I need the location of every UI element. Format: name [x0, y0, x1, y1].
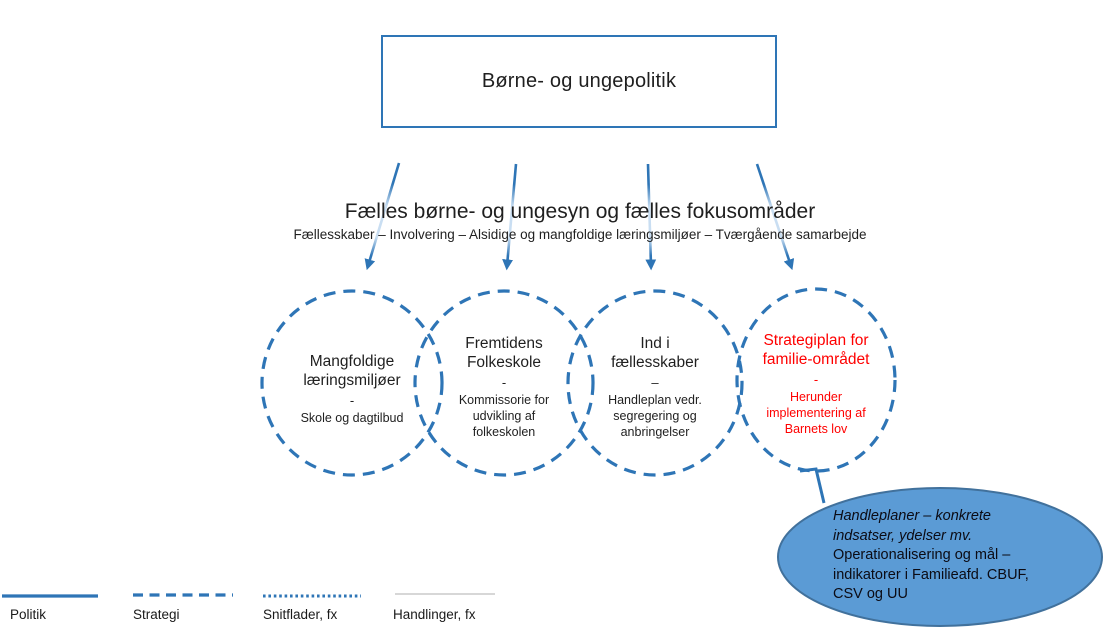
- legend-label-strategi: Strategi: [133, 607, 180, 622]
- circle-3-title: Ind i fællesskaber: [611, 335, 699, 371]
- arrow-down-icon-4: [755, 163, 795, 271]
- callout-ellipse: [777, 487, 1103, 627]
- callout-line-4: indikatorer i Familieafd. CBUF,: [833, 566, 1029, 583]
- circle-1-separator: -: [349, 393, 355, 408]
- shared-vision: Fælles børne- og ungesyn og fælles fokus…: [130, 199, 1030, 243]
- strategy-circle-3: [566, 289, 744, 477]
- circle-1-text: Mangfoldige læringsmiljøer - Skole og da…: [277, 352, 427, 426]
- strategy-circle-1: [260, 289, 444, 477]
- shared-vision-heading: Fælles børne- og ungesyn og fælles fokus…: [344, 200, 816, 223]
- circle-2-text: Fremtidens Folkeskole - Kommissorie for …: [438, 334, 570, 440]
- legend-label-handlinger: Handlinger, fx: [393, 607, 476, 622]
- arrow-down-icon-3: [645, 163, 657, 271]
- circle-3-subtitle: Handleplan vedr. segregering og anbringe…: [608, 393, 702, 439]
- circle-2-title: Fremtidens Folkeskole: [465, 335, 543, 371]
- legend-label-snitflader: Snitflader, fx: [263, 607, 338, 622]
- policy-box-label: Børne- og ungepolitik: [481, 70, 677, 92]
- strategy-circle-4: [735, 287, 897, 473]
- circle-4-text: Strategiplan for familie-området - Herun…: [747, 331, 885, 437]
- policy-box: Børne- og ungepolitik: [381, 35, 777, 128]
- legend-label-politik: Politik: [10, 607, 47, 622]
- arrow-down-icon-1: [364, 162, 401, 271]
- callout-text: Handleplaner – konkrete indsatser, ydels…: [833, 507, 1053, 605]
- circle-1-subtitle: Skole og dagtilbud: [300, 411, 404, 425]
- circle-4-separator: -: [813, 372, 819, 387]
- circle-2-separator: -: [501, 375, 507, 390]
- circle-3-text: Ind i fællesskaber – Handleplan vedr. se…: [586, 334, 724, 440]
- arrow-down-icon-2: [502, 163, 518, 271]
- circle-4-title: Strategiplan for familie-området: [762, 332, 870, 368]
- circle-4-subtitle: Herunder implementering af Barnets lov: [766, 390, 866, 436]
- circle-1-title: Mangfoldige læringsmiljøer: [303, 353, 401, 389]
- circle-2-subtitle: Kommissorie for udvikling af folkeskolen: [458, 393, 550, 439]
- callout-line-3: Operationalisering og mål –: [833, 547, 1011, 563]
- callout-line-1: Handleplaner – konkrete: [833, 508, 991, 524]
- callout-line-2: indsatser, ydelser mv.: [833, 527, 973, 544]
- elbow-connector: [799, 467, 826, 504]
- circle-3-separator: –: [651, 375, 659, 390]
- strategy-circle-2: [413, 289, 595, 477]
- callout-line-5: CSV og UU: [833, 586, 908, 602]
- shared-vision-subheading: Fællesskaber – Involvering – Alsidige og…: [293, 227, 867, 242]
